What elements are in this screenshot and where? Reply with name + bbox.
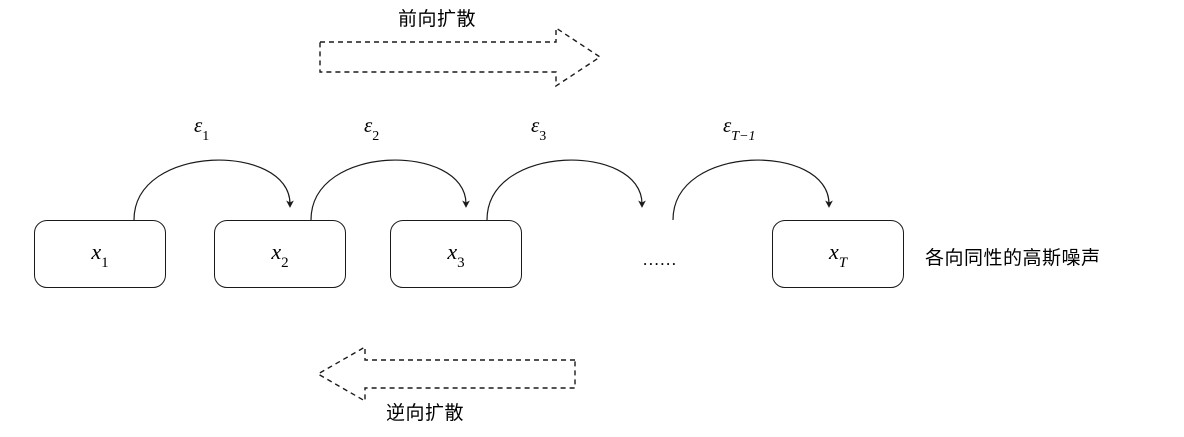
noise-symbol-1: ε — [194, 113, 203, 137]
state-node-xT-label: xT — [828, 238, 848, 272]
isotropic-gaussian-noise-note: 各向同性的高斯噪声 — [925, 248, 1101, 269]
ellipsis-dots: ...... — [643, 250, 678, 269]
noise-label-t-minus-1: εT−1 — [723, 113, 756, 145]
noise-arc-4 — [672, 159, 833, 221]
noise-symbol-t-minus-1: ε — [723, 113, 732, 137]
forward-diffusion-arrow — [319, 26, 602, 88]
state-node-x3[interactable]: x3 — [390, 220, 522, 288]
forward-diffusion-label: 前向扩散 — [398, 9, 477, 30]
state-node-x2-label: x2 — [271, 238, 289, 272]
state-node-x2[interactable]: x2 — [214, 220, 346, 288]
noise-subscript-t-minus-1: T−1 — [731, 129, 756, 145]
noise-arc-2 — [310, 159, 470, 221]
noise-subscript-2: 2 — [372, 129, 380, 145]
state-node-x1[interactable]: x1 — [34, 220, 166, 288]
noise-arc-1 — [133, 159, 294, 221]
noise-symbol-3: ε — [531, 113, 540, 137]
noise-label-2: ε2 — [364, 113, 380, 145]
reverse-diffusion-label: 逆向扩散 — [386, 403, 465, 424]
noise-label-1: ε1 — [194, 113, 210, 145]
noise-subscript-3: 3 — [539, 129, 547, 145]
reverse-diffusion-arrow — [316, 345, 576, 403]
noise-symbol-2: ε — [364, 113, 373, 137]
state-node-x3-label: x3 — [447, 238, 465, 272]
state-node-x1-label: x1 — [91, 238, 109, 272]
noise-arc-3 — [486, 159, 646, 221]
state-node-xT[interactable]: xT — [772, 220, 904, 288]
noise-label-3: ε3 — [531, 113, 547, 145]
noise-subscript-1: 1 — [202, 129, 210, 145]
